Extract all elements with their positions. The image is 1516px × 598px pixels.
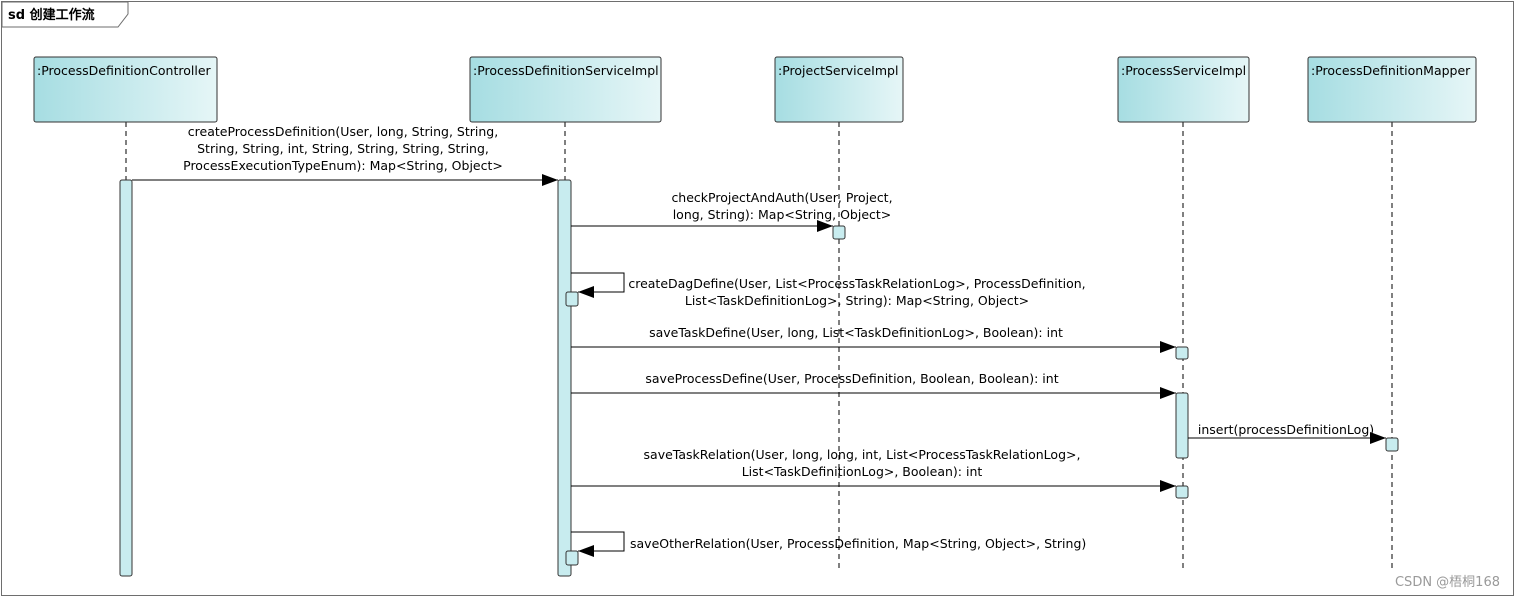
lifeline-mapper-name: :ProcessDefinitionMapper (1311, 63, 1471, 78)
message-labels: createProcessDefinition(User, long, Stri… (183, 124, 1374, 551)
activation-processservice-savetask (1175, 346, 1189, 360)
msg-create-line-2: String, String, int, String, String, Str… (197, 141, 489, 156)
lifeline-project-name: :ProjectServiceImpl (778, 63, 898, 78)
watermark-text: CSDN @梧桐168 (1395, 575, 1500, 590)
msg-saveother: saveOtherRelation(User, ProcessDefinitio… (630, 536, 1086, 551)
arrow-save-other-relation (571, 531, 625, 557)
activation-service-saveother (565, 550, 579, 566)
frame-title-tab: sd 创建工作流 (1, 1, 129, 28)
msg-saverelation-line-2: List<TaskDefinitionLog>, Boolean): int (742, 464, 983, 479)
msg-saverelation-line-1: saveTaskRelation(User, long, long, int, … (644, 447, 1081, 462)
msg-saveprocess: saveProcessDefine(User, ProcessDefinitio… (645, 371, 1058, 386)
msg-insert: insert(processDefinitionLog) (1198, 422, 1374, 437)
lifeline-processservice-name: :ProcessServiceImpl (1121, 63, 1246, 78)
msg-createdag-line-1: createDagDefine(User, List<ProcessTaskRe… (628, 276, 1085, 291)
msg-check-line-1: checkProjectAndAuth(User, Project, (671, 190, 892, 205)
activation-mapper-insert (1385, 437, 1399, 452)
msg-create-line-3: ProcessExecutionTypeEnum): Map<String, O… (183, 158, 503, 173)
lifeline-mapper: :ProcessDefinitionMapper (1307, 56, 1477, 123)
arrow-create-dag-define (571, 272, 625, 298)
activation-service-main (557, 179, 572, 577)
frame-title: sd 创建工作流 (8, 7, 95, 23)
msg-check-line-2: long, String): Map<String, Object> (673, 207, 892, 222)
activation-controller (119, 179, 133, 577)
lifeline-service-name: :ProcessDefinitionServiceImpl (473, 63, 659, 78)
activation-project-check (832, 225, 846, 240)
lifeline-processservice: :ProcessServiceImpl (1117, 56, 1250, 123)
msg-savetask: saveTaskDefine(User, long, List<TaskDefi… (649, 325, 1063, 340)
lifeline-project: :ProjectServiceImpl (774, 56, 904, 123)
msg-create-line-1: createProcessDefinition(User, long, Stri… (188, 124, 498, 139)
lifeline-controller-name: :ProcessDefinitionController (37, 63, 212, 78)
lifeline-controller: :ProcessDefinitionController (33, 56, 218, 123)
activation-bars (119, 179, 1399, 577)
activation-processservice-saveprocess (1175, 392, 1189, 459)
msg-createdag-line-2: List<TaskDefinitionLog>, String): Map<St… (685, 293, 1029, 308)
lifeline-service: :ProcessDefinitionServiceImpl (469, 56, 662, 123)
message-arrows (132, 174, 1386, 557)
activation-processservice-saverelation (1175, 485, 1189, 499)
activation-service-createdag (565, 291, 579, 307)
